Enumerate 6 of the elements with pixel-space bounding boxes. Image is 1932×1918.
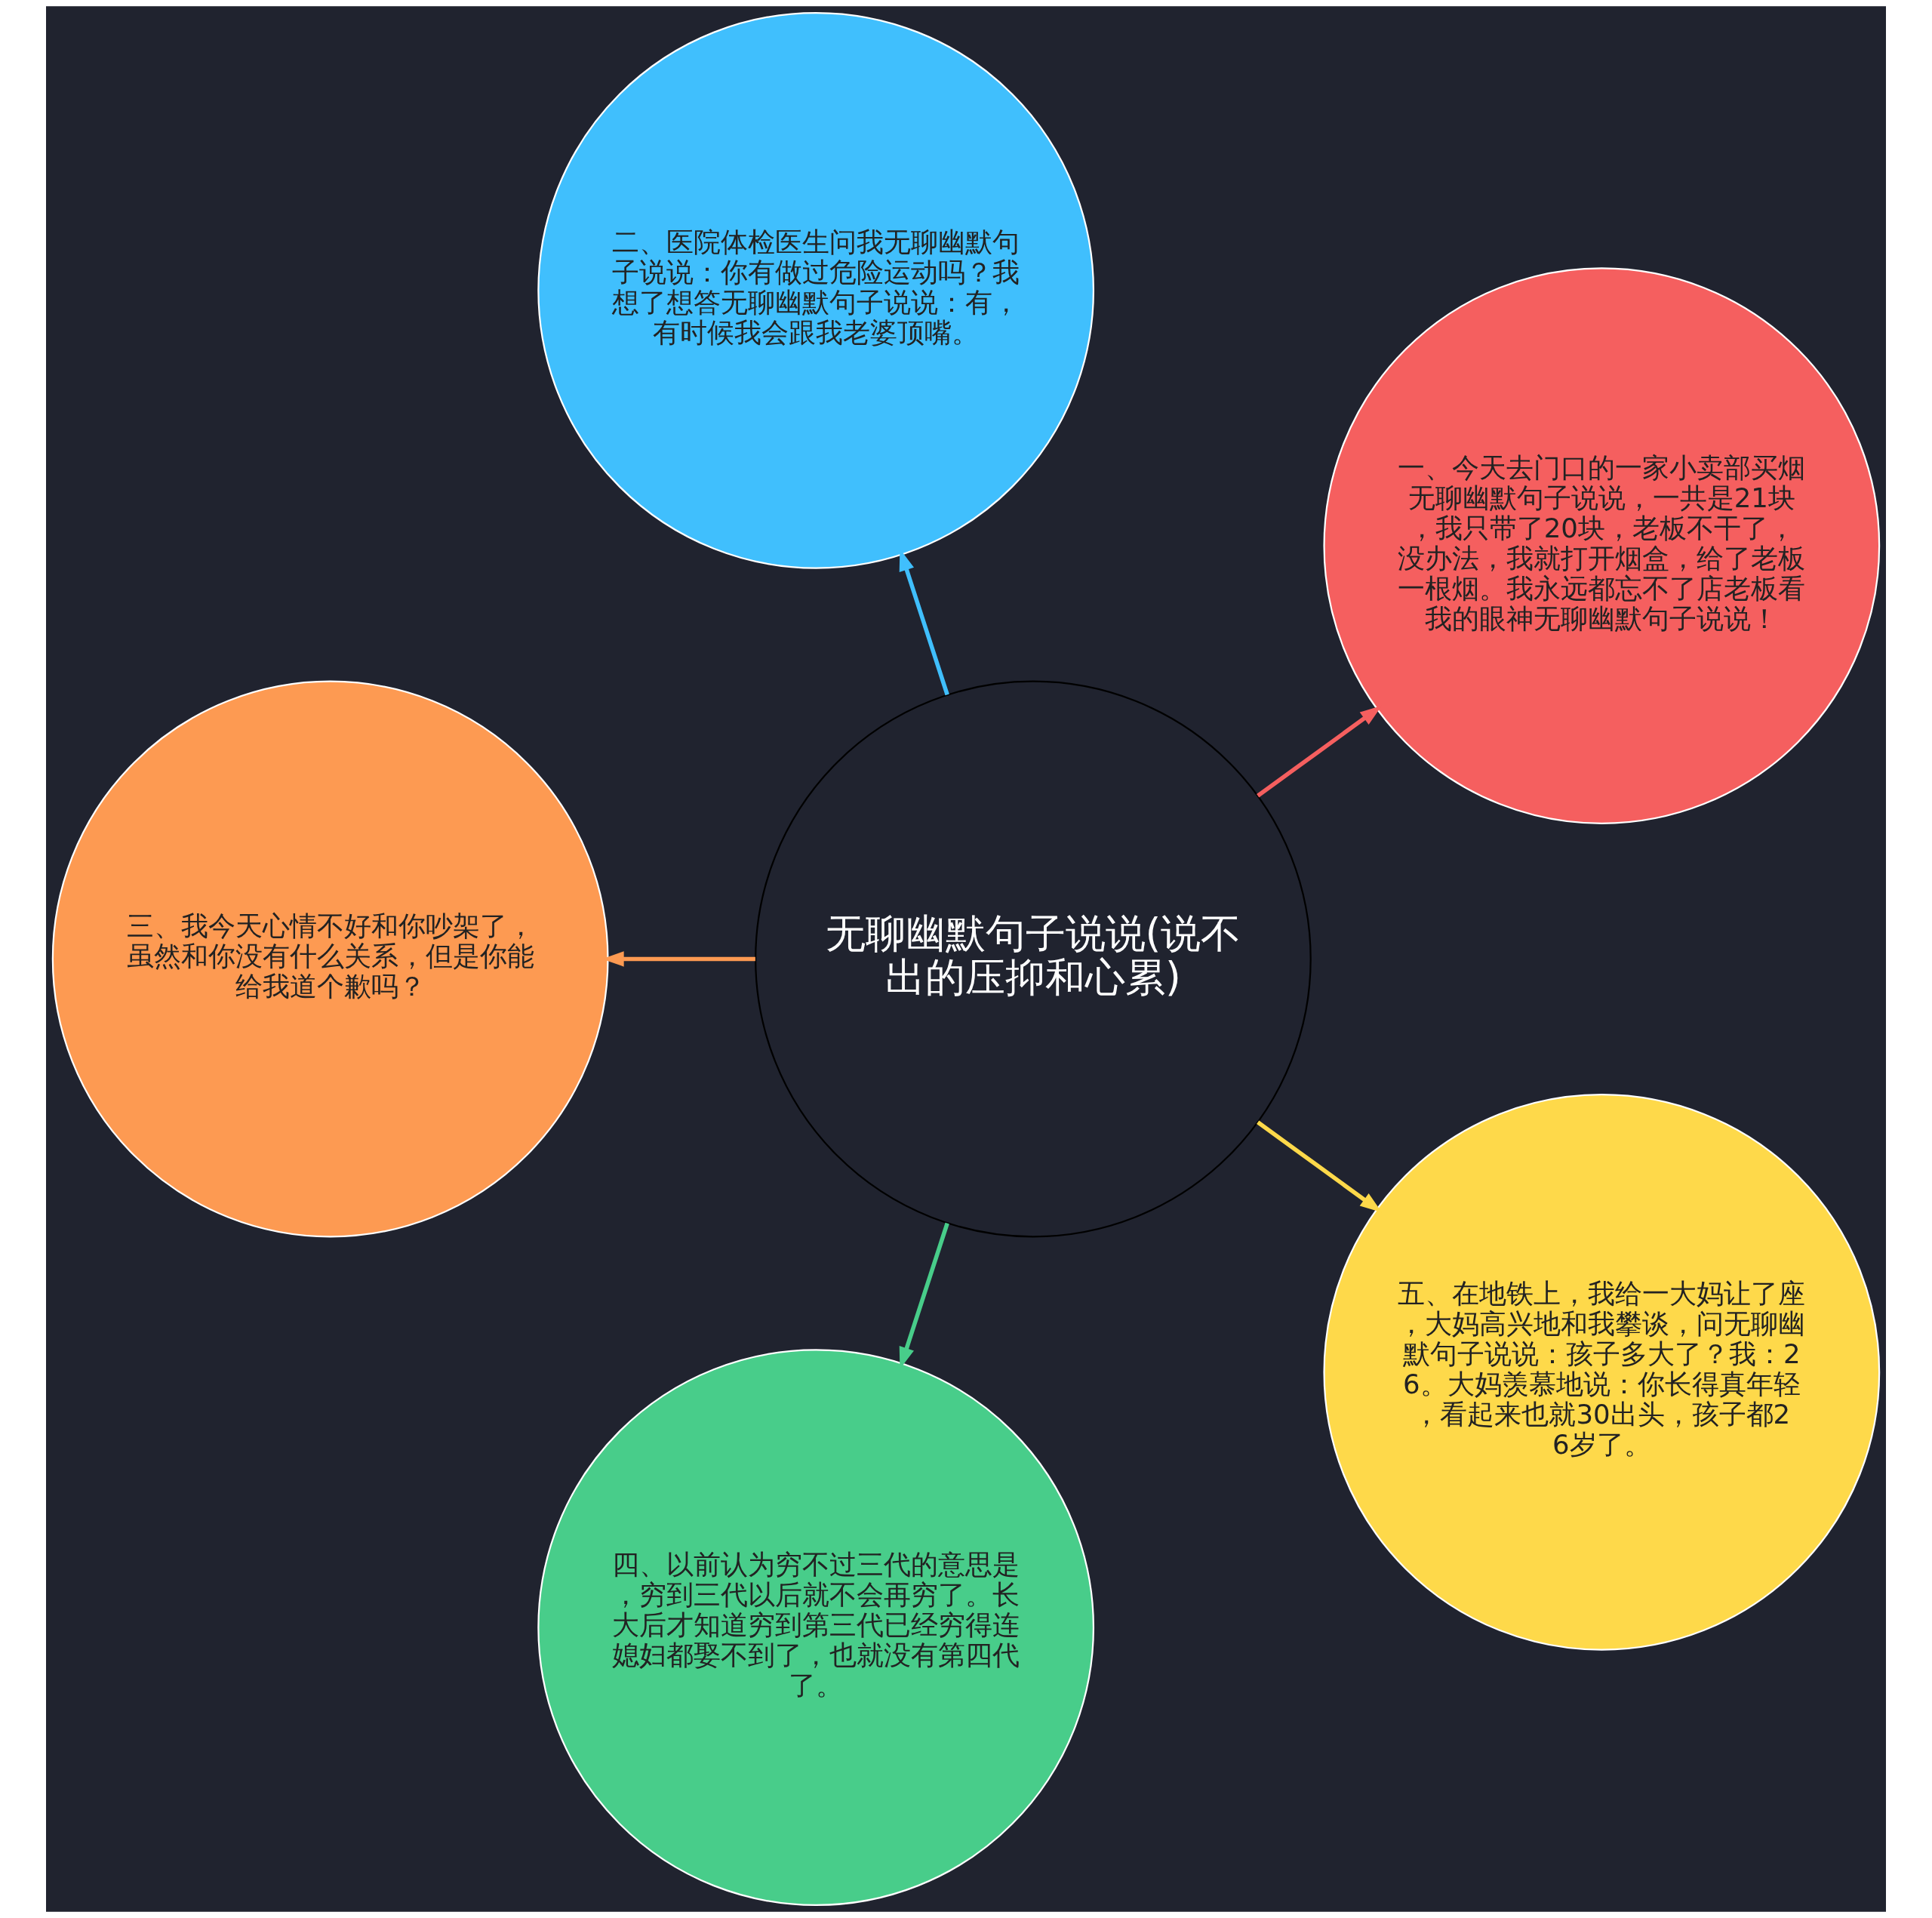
node-circle: 五、在地铁上，我给一大妈让了座，大妈高兴地和我攀谈，问无聊幽默句子说说：孩子多大了？我：26。大妈羡慕地说：你长得真年轻，看起来也就30出头，孩子都26岁了。 — [1323, 1094, 1881, 1651]
node-circle: 四、以前认为穷不过三代的意思是，穷到三代以后就不会再穷了。长大后才知道穷到第三代已经穷得连媳妇都娶不到了，也就没有第四代了。 — [537, 1349, 1095, 1907]
node-circle: 三、我今天心情不好和你吵架了，虽然和你没有什么关系，但是你能给我道个歉吗？ — [51, 680, 609, 1238]
node-circle: 一、今天去门口的一家小卖部买烟无聊幽默句子说说，一共是21块，我只带了20块，老板不干了，没办法，我就打开烟盒，给了老板一根烟。我永远都忘不了店老板看我的眼神无聊幽默句子说说！ — [1323, 267, 1881, 824]
node-circle: 二、医院体检医生问我无聊幽默句子说说：你有做过危险运动吗？我想了想答无聊幽默句子说说：有，有时候我会跟我老婆顶嘴。 — [537, 11, 1095, 569]
node-circle: 无聊幽默句子说说(说不出的压抑和心累) — [755, 680, 1312, 1238]
